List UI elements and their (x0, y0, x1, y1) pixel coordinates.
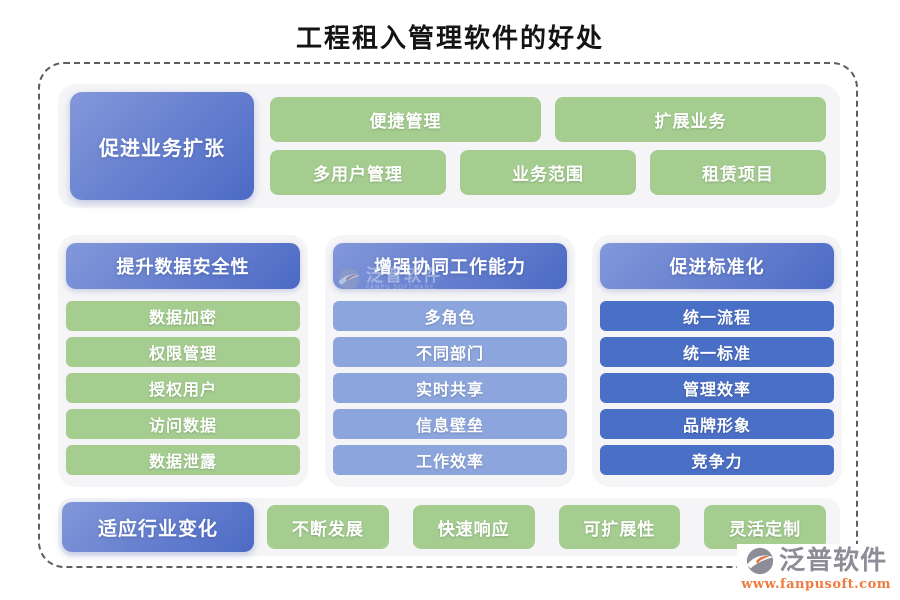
column-item: 信息壁垒 (333, 409, 567, 439)
column-item: 授权用户 (66, 373, 300, 403)
brand-name: 泛普软件 (779, 546, 888, 576)
benefit-item: 扩展业务 (555, 97, 826, 142)
column-item: 竞争力 (600, 445, 834, 475)
top-row-1: 便捷管理 扩展业务 (270, 97, 826, 142)
benefit-item: 快速响应 (412, 505, 535, 549)
benefit-item: 租赁项目 (650, 150, 826, 195)
column-item: 多角色 (333, 301, 567, 331)
bottom-benefit-row: 不断发展 快速响应 可扩展性 灵活定制 (267, 505, 826, 549)
column-collaboration: 泛普软件 FANPU SOFTWARE 增强协同工作能力 多角色 不同部门 实时… (325, 235, 575, 487)
benefit-item: 多用户管理 (270, 150, 446, 195)
column-item: 权限管理 (66, 337, 300, 367)
brand-url: www.fanpusoft.com (741, 577, 891, 592)
column-item: 数据泄露 (66, 445, 300, 475)
top-row-2: 多用户管理 业务范围 租赁项目 (270, 150, 826, 195)
column-item: 访问数据 (66, 409, 300, 439)
brand-row: 泛普软件 (741, 546, 891, 576)
column-item: 不同部门 (333, 337, 567, 367)
column-item: 品牌形象 (600, 409, 834, 439)
column-item: 工作效率 (333, 445, 567, 475)
column-header: 增强协同工作能力 (333, 243, 567, 289)
group-title-business-expansion: 促进业务扩张 (70, 92, 254, 200)
column-standardization: 促进标准化 统一流程 统一标准 管理效率 品牌形象 竞争力 (592, 235, 842, 487)
benefit-item: 灵活定制 (704, 505, 826, 549)
column-item: 实时共享 (333, 373, 567, 403)
column-item: 统一标准 (600, 337, 834, 367)
column-item: 管理效率 (600, 373, 834, 403)
column-header: 促进标准化 (600, 243, 834, 289)
column-item: 数据加密 (66, 301, 300, 331)
column-item: 统一流程 (600, 301, 834, 331)
top-benefit-grid: 便捷管理 扩展业务 多用户管理 业务范围 租赁项目 (270, 92, 826, 200)
page-title: 工程租入管理软件的好处 (295, 24, 604, 54)
benefit-item: 便捷管理 (270, 97, 541, 142)
group-title-industry-adaptation: 适应行业变化 (62, 502, 254, 552)
benefit-item: 不断发展 (267, 505, 389, 549)
section-industry-adaptation: 适应行业变化 不断发展 快速响应 可扩展性 灵活定制 (58, 498, 840, 556)
benefit-item: 业务范围 (460, 150, 636, 195)
benefit-item: 可扩展性 (558, 505, 681, 549)
column-data-security: 提升数据安全性 数据加密 权限管理 授权用户 访问数据 数据泄露 (58, 235, 308, 487)
column-header: 提升数据安全性 (66, 243, 300, 289)
footer-logo: 泛普软件 www.fanpusoft.com (737, 544, 895, 594)
section-business-expansion: 促进业务扩张 便捷管理 扩展业务 多用户管理 业务范围 租赁项目 (58, 84, 840, 208)
dashed-frame: 促进业务扩张 便捷管理 扩展业务 多用户管理 业务范围 租赁项目 提升数据安全性… (38, 62, 858, 568)
fanpu-logo-icon (746, 547, 774, 575)
